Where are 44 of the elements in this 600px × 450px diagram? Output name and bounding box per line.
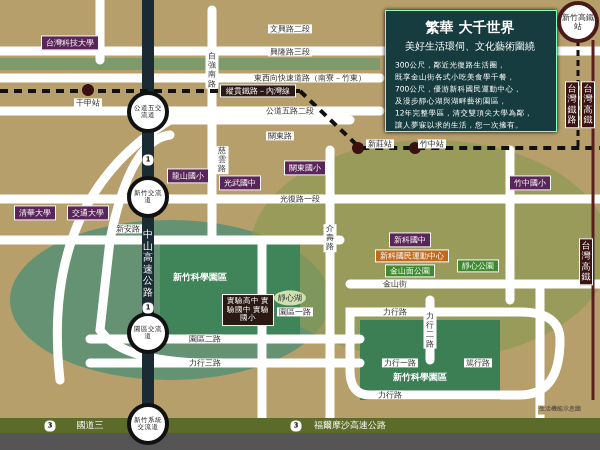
park-label: 靜心公園 [457,259,499,273]
road-label: 自強南路 [206,52,218,88]
station-label: 竹中站 [418,139,446,149]
road-label: 力行二路 [424,312,436,348]
zone-label: 新竹科學園區 [173,272,227,284]
highway-label: 中山高速公路 [142,230,154,298]
school-label: 光武國中 [219,175,261,191]
station-label: 千甲站 [74,98,102,108]
road-label: 力行三路 [187,358,223,368]
school-label: 龍山國小 [167,168,209,184]
railway-sign: 台灣鐵路 [565,81,579,129]
station-label: 新莊站 [366,139,394,149]
freeway-label: 福爾摩沙高速公路 [314,420,386,432]
park-label: 金山面公園 [385,264,435,278]
road-label: 園區一路 [277,307,313,317]
school-label: 關東國小 [284,160,326,176]
road-label: 金山街 [381,279,409,289]
school-label: 竹中國小 [509,175,551,191]
road-label: 興隆路三段 [268,47,312,57]
freeway-label: 國道三 [76,420,104,432]
panel-heading: 繁華 大千世界 [426,20,514,36]
road-label: 力行路 [381,307,409,317]
panel-subtitle: 美好生活環伺、文化藝術圍繞 [405,41,535,53]
zone-label: 新竹科學園區 [393,372,447,384]
road-label: 園區二路 [187,334,223,344]
road-label: 光復路一段 [278,194,322,204]
road-label: 介壽路 [324,224,336,252]
school-label: 交通大學 [67,205,109,221]
road-label: 力行路 [376,390,404,400]
road-label: 公道五路二段 [264,106,316,116]
road-label: 文興路二段 [268,24,312,34]
railway-sign: 台灣高鐵 [579,238,593,286]
road-label: 關東路 [266,131,294,141]
road-label: 慈雲路 [216,146,228,174]
road-label: 力行一路 [382,358,418,368]
railway-sign: 台灣高鐵 [581,81,595,129]
road-label: 篤行路 [464,358,492,368]
railway-label: 縱貫鐵路－內灣線 [220,84,296,98]
school-label: 新科國中 [389,232,431,248]
road-label: 新安路 [114,224,142,234]
school-label: 清華大學 [14,205,56,221]
school-label: 台灣科技大學 [41,35,99,51]
facility-label: 新科國民運動中心 [375,249,449,263]
road-label: 東西向快速道路（南寮－竹東） [252,73,368,83]
